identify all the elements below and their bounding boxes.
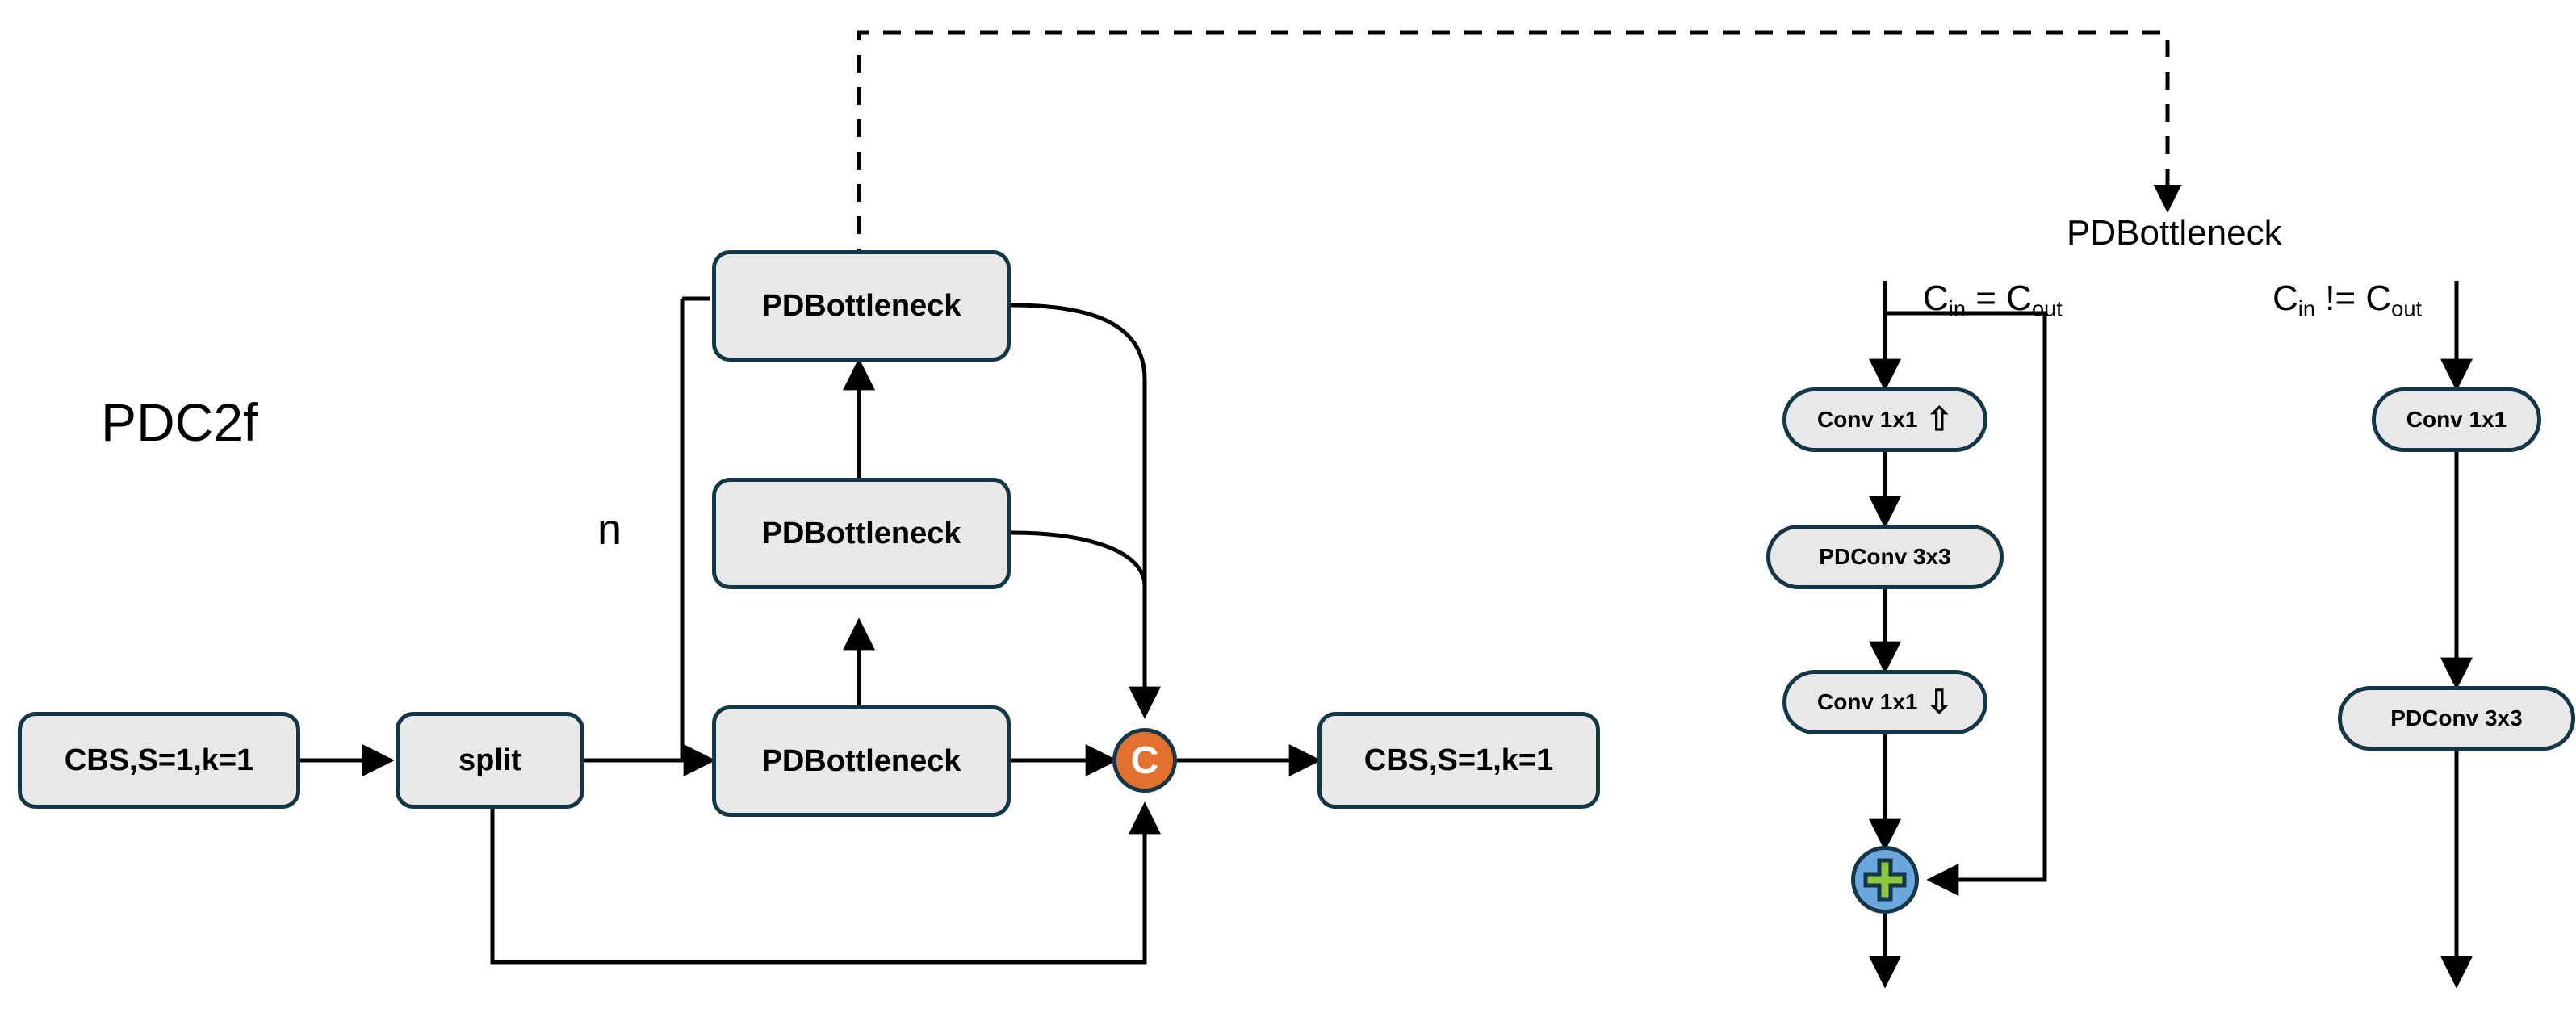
cout-sub: out bbox=[2391, 295, 2423, 321]
repeat-count-label: n bbox=[597, 505, 622, 554]
edge-pdb3-to-concat bbox=[1010, 303, 1147, 710]
neq-pdconv3x3-block[interactable]: PDConv 3x3 bbox=[2338, 686, 2575, 751]
branch-label-notequal: Cin != Cout bbox=[2272, 278, 2422, 322]
pdbottleneck-block-3[interactable]: PDBottleneck bbox=[712, 250, 1011, 362]
concat-node[interactable]: C bbox=[1112, 728, 1177, 793]
add-node[interactable] bbox=[1851, 846, 1919, 914]
pdbottleneck-label: PDBottleneck bbox=[761, 743, 961, 778]
split-label: split bbox=[458, 743, 522, 777]
eq-conv2-label: Conv 1x1 bbox=[1816, 689, 1918, 714]
cin-sub: in bbox=[2297, 295, 2316, 321]
eq-conv1x1-down-block[interactable]: Conv 1x1 ⇩ bbox=[1782, 670, 1987, 734]
neq-op: != bbox=[2315, 278, 2366, 318]
page-title: PDC2f bbox=[101, 392, 258, 452]
pdbottleneck-block-2[interactable]: PDBottleneck bbox=[712, 478, 1011, 589]
pdbottleneck-block-1[interactable]: PDBottleneck bbox=[712, 705, 1011, 817]
pdbottleneck-label: PDBottleneck bbox=[761, 516, 961, 550]
input-cbs-label: CBS,S=1,k=1 bbox=[64, 743, 254, 777]
concat-symbol: C bbox=[1130, 739, 1159, 782]
pdbottleneck-label: PDBottleneck bbox=[761, 288, 961, 323]
cout-sub: out bbox=[2031, 295, 2063, 321]
output-cbs-label: CBS,S=1,k=1 bbox=[1363, 743, 1554, 777]
eq-pdconv3x3-block[interactable]: PDConv 3x3 bbox=[1766, 525, 2004, 589]
edge-pdb2-to-concat bbox=[1010, 530, 1147, 587]
cout-base: C bbox=[2365, 278, 2392, 318]
detail-caption: PDBottleneck bbox=[2067, 213, 2282, 253]
cout-base: C bbox=[2006, 278, 2032, 318]
cin-base: C bbox=[2272, 278, 2298, 318]
eq-op: = bbox=[1966, 278, 2007, 318]
output-cbs-block[interactable]: CBS,S=1,k=1 bbox=[1317, 712, 1600, 809]
eq-conv1x1-up-block[interactable]: Conv 1x1 ⇧ bbox=[1782, 387, 1987, 452]
branch-label-equal: Cin = Cout bbox=[1923, 278, 2063, 322]
edge-eq-residual bbox=[1885, 311, 2047, 896]
neq-conv-label: Conv 1x1 bbox=[2406, 407, 2507, 432]
neq-pdconv-label: PDConv 3x3 bbox=[2390, 705, 2523, 730]
cin-sub: in bbox=[1948, 295, 1967, 321]
arrow-down-icon: ⇩ bbox=[1925, 684, 1953, 720]
arrow-up-icon: ⇧ bbox=[1925, 402, 1953, 437]
plus-icon bbox=[1863, 858, 1907, 902]
cin-base: C bbox=[1923, 278, 1949, 318]
neq-conv1x1-block[interactable]: Conv 1x1 bbox=[2372, 387, 2541, 452]
input-cbs-block[interactable]: CBS,S=1,k=1 bbox=[18, 712, 300, 809]
edge-split-bypass-to-concat bbox=[490, 801, 1161, 965]
eq-conv1-label: Conv 1x1 bbox=[1816, 407, 1918, 432]
edge-callout-dashed bbox=[857, 30, 2182, 266]
eq-pdconv-label: PDConv 3x3 bbox=[1819, 544, 1951, 569]
split-block[interactable]: split bbox=[396, 712, 584, 809]
